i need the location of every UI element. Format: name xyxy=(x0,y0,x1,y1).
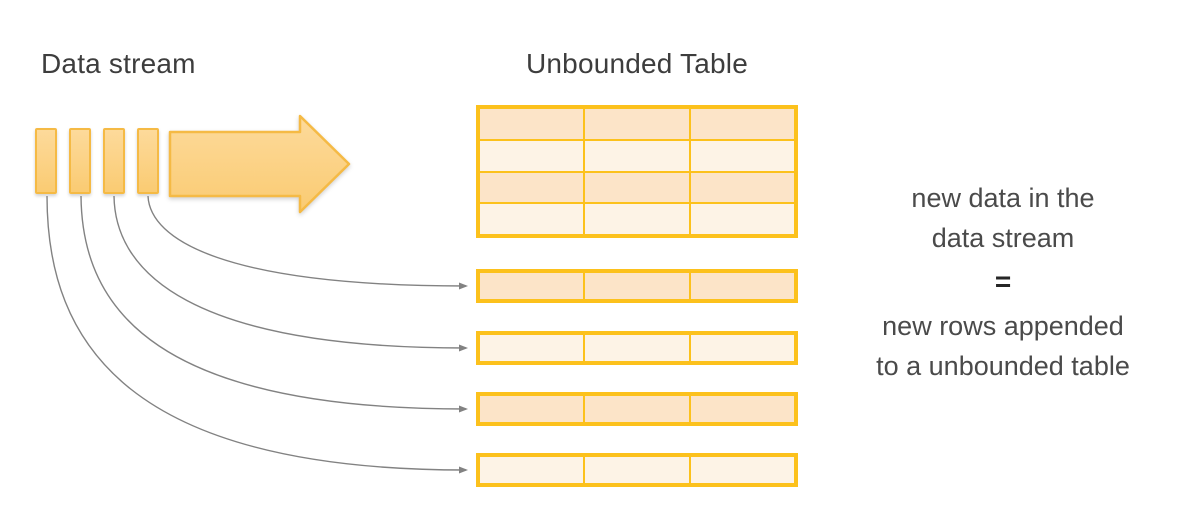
annotation-line-4: to a unbounded table xyxy=(876,351,1130,381)
annotation-block: new data in the data stream = new rows a… xyxy=(840,178,1166,386)
appended-row-3 xyxy=(476,392,798,426)
table-cell xyxy=(479,395,585,423)
table-cell xyxy=(479,108,585,140)
table-cell xyxy=(584,171,690,204)
curved-arrow-icon-4 xyxy=(46,195,468,474)
annotation-line-2: data stream xyxy=(931,223,1075,253)
table-cell xyxy=(689,139,795,172)
table-cell xyxy=(689,272,795,300)
stream-block-4 xyxy=(137,128,159,194)
unbounded-table-title: Unbounded Table xyxy=(525,48,748,79)
table-cell xyxy=(479,139,585,172)
unbounded-table xyxy=(476,105,798,238)
table-cell xyxy=(584,203,690,235)
table-cell xyxy=(584,139,690,172)
table-cell xyxy=(689,171,795,204)
table-cell xyxy=(689,456,795,484)
annotation-line-1: new data in the xyxy=(911,183,1095,213)
appended-row-2 xyxy=(476,331,798,365)
table-cell xyxy=(689,334,795,362)
table-cell xyxy=(479,456,585,484)
table-cell xyxy=(479,272,585,300)
curved-arrow-icon-3 xyxy=(80,195,468,413)
data-stream-title: Data stream xyxy=(41,48,196,79)
table-cell xyxy=(584,395,690,423)
stream-block-2 xyxy=(69,128,91,194)
stream-arrow-icon xyxy=(168,114,351,214)
table-cell xyxy=(584,272,690,300)
table-cell xyxy=(479,334,585,362)
table-cell xyxy=(479,171,585,204)
annotation-line-3: new rows appended xyxy=(882,311,1124,341)
table-cell xyxy=(584,108,690,140)
table-cell xyxy=(689,108,795,140)
appended-row-4 xyxy=(476,453,798,487)
curved-arrow-icon-2 xyxy=(113,195,468,352)
table-cell xyxy=(584,334,690,362)
curved-arrow-icon-1 xyxy=(147,195,468,290)
stream-block-1 xyxy=(35,128,57,194)
appended-row-1 xyxy=(476,269,798,303)
table-cell xyxy=(479,203,585,235)
table-cell xyxy=(689,203,795,235)
table-cell xyxy=(689,395,795,423)
equals-sign: = xyxy=(994,266,1012,297)
table-cell xyxy=(584,456,690,484)
stream-block-3 xyxy=(103,128,125,194)
